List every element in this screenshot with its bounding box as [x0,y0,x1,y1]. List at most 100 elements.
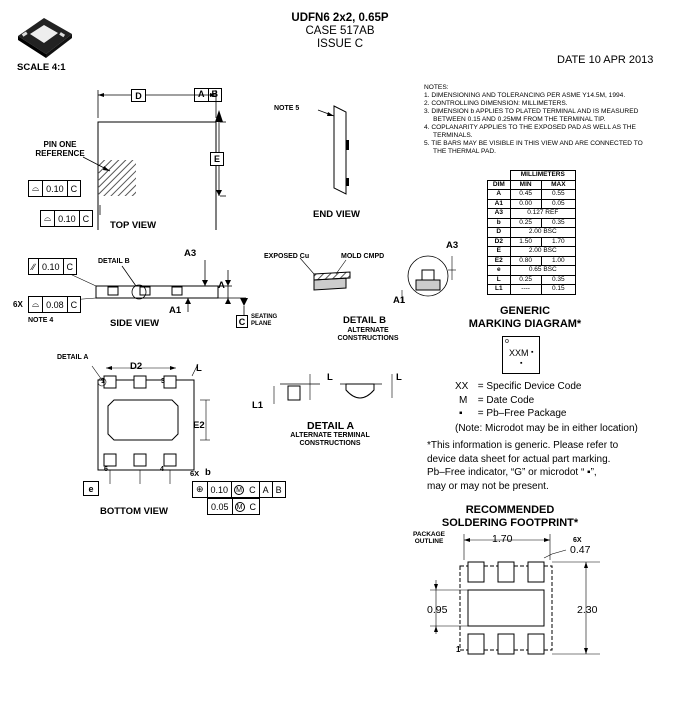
pin-one-reference-label: PIN ONE REFERENCE [35,140,85,158]
datum-b: B [211,89,219,99]
marking-legend: XX = Specific Device Code M = Date Code … [455,380,581,421]
dim-d-label: D [131,89,146,102]
top-view-title: TOP VIEW [110,220,157,231]
case-number: CASE 517AB [305,25,375,37]
note-5-label: NOTE 5 [274,105,300,112]
detail-a-title: DETAIL A [307,420,355,432]
detail-b-drawing [299,255,456,302]
note-line: 2. CONTROLLING DIMENSION: MILLIMETERS. [424,100,568,107]
note-line: 1. DIMENSIONING AND TOLERANCING PER ASME… [424,92,626,99]
marking-chip: o XXM ▪ ▪ [502,336,540,374]
detail-a-drawing [273,374,393,404]
footprint-width-label: 1.70 [492,533,513,545]
legend-row: M = Date Code [459,394,535,406]
package-title: UDFN6 2x2, 0.65P [291,12,389,24]
e2-label: E2 [193,420,205,431]
footprint-drawing [430,534,600,655]
marking-code: XXM [509,348,529,358]
footprint-title: RECOMMENDED SOLDERING FOOTPRINT* [441,504,579,529]
table-group-header: MILLIMETERS [509,170,577,181]
detail-b-subtitle: ALTERNATE CONSTRUCTIONS [337,327,399,342]
b-label: b [205,467,211,478]
parallelism-icon: ∕∕ [29,259,40,274]
seating-plane-label: SEATING PLANE [251,314,278,327]
end-view-title: END VIEW [313,209,360,220]
marking-disclaimer: *This information is generic. Please ref… [427,440,619,492]
marking-diagram-title: GENERIC MARKING DIAGRAM* [468,305,582,330]
side-fcf-parallel: ∕∕ 0.10 C [28,258,78,275]
d2-label: D2 [130,361,143,372]
detail-b-a1-label: A1 [393,295,406,306]
scale-label: SCALE 4:1 [17,62,66,73]
end-view-drawing [317,105,349,195]
pin-4-label: 4 [160,466,164,473]
table-row: L1----0.15 [487,284,577,295]
datum-a: A [195,89,209,101]
notes-heading: NOTES: [424,84,449,91]
package-icon [14,14,76,60]
table-header: MIN [509,179,542,190]
pin-1-label: 1 [101,378,105,385]
detail-a-l2-label: L [396,372,402,383]
bottom-view-drawing [91,363,210,484]
detail-a-subtitle: ALTERNATE TERMINAL CONSTRUCTIONS [290,432,370,447]
count-6x-b: 6X [190,469,200,478]
pitch-e-box: e [83,481,99,496]
marking-note: (Note: Microdot may be in either locatio… [455,423,638,434]
bottom-fcf-1: ⊕ 0.10 M C A B [192,481,286,498]
note-line: 5. TIE BARS MAY BE VISIBLE IN THIS VIEW … [424,140,643,147]
top-fcf-1: ⌓ 0.10 C [28,180,82,197]
detail-a-l1-label: L1 [252,400,264,411]
dim-e-label: E [210,152,224,166]
note-line: 3. DIMENSION b APPLIES TO PLATED TERMINA… [424,108,639,115]
bottom-l-label: L [196,363,202,374]
bottom-view-title: BOTTOM VIEW [100,506,168,517]
bottom-fcf-2: 0.05 M C [207,498,261,515]
side-view-title: SIDE VIEW [110,318,160,329]
pb-free-dot-icon: ▪ [531,349,534,356]
date-label: DATE 10 APR 2013 [557,54,654,66]
note-4-label: NOTE 4 [28,317,54,324]
side-view-drawing [69,260,248,316]
legend-row: ▪ = Pb–Free Package [459,408,567,419]
profile-surface-icon: ⌓ [29,297,44,312]
note-line: TERMINALS. [424,132,473,139]
a3-label: A3 [184,248,197,259]
datum-c-box: C [236,315,248,328]
footprint-230-label: 2.30 [577,604,598,616]
profile-surface-icon: ⌓ [41,211,56,226]
footprint-pin1-label: 1 [456,645,461,654]
legend-row: XX = Specific Device Code [455,381,582,392]
footprint-6x-label: 6X [573,537,582,544]
note-line: BETWEEN 0.15 AND 0.25MM FROM THE TERMINA… [424,116,606,123]
pin-6-label: 6 [104,466,108,473]
exposed-cu-label: EXPOSED Cu [264,253,310,260]
top-fcf-2: ⌓ 0.10 C [40,210,94,227]
footprint-pad-label: 0.47 [570,544,591,556]
note-line: 4. COPLANARITY APPLIES TO THE EXPOSED PA… [424,124,636,131]
table-header: DIM [487,179,511,190]
table-header: MAX [540,179,577,190]
pb-free-dot-icon: ▪ [520,360,523,367]
datum-a-b-box: A B [194,88,222,102]
position-icon: ⊕ [193,482,208,497]
footprint-095-label: 0.95 [427,604,448,616]
a-label: A [218,280,225,291]
mold-cmpd-label: MOLD CMPD [341,253,385,260]
detail-a-l-label: L [327,372,333,383]
a1-label: A1 [169,305,182,316]
detail-b-title: DETAIL B [343,315,386,326]
detail-b-callout: DETAIL B [98,258,130,265]
microdot-icon: o [505,338,509,345]
